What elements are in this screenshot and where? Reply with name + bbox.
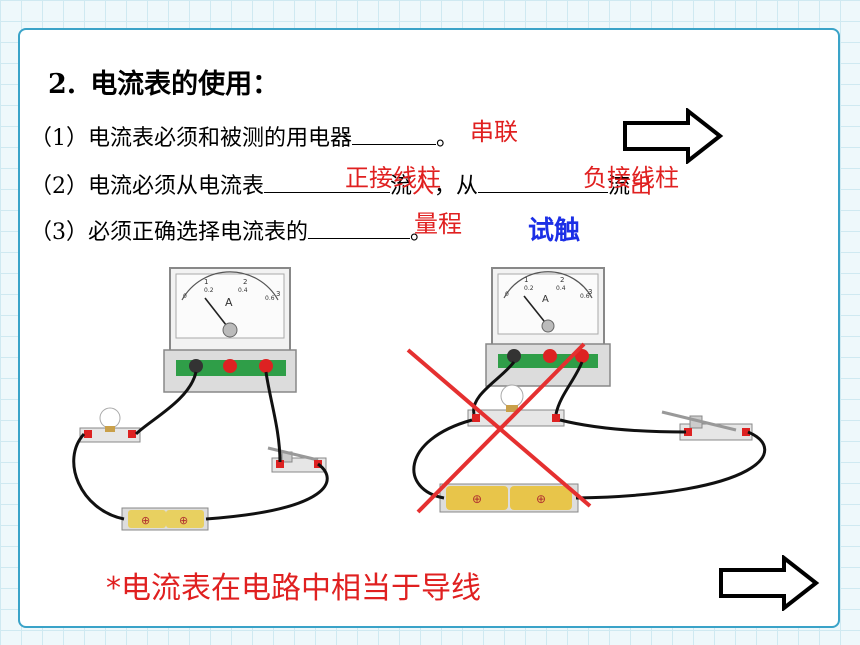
svg-text:⊕: ⊕: [179, 514, 188, 527]
wrong-cross-icon: [406, 342, 592, 514]
section-number: 2.: [48, 69, 77, 100]
right-arrow-icon[interactable]: [718, 555, 820, 611]
meter-tick-label: 2: [560, 276, 564, 284]
correct-circuit: A 1 2 3 0 0.2 0.4 0.6: [72, 267, 329, 531]
rule-2-flow: 流: [390, 174, 413, 199]
switch-icon: [661, 410, 753, 441]
svg-text:⊕: ⊕: [141, 514, 150, 527]
meter-tick-label: 0.4: [238, 287, 248, 294]
meter-unit: A: [225, 296, 233, 309]
rule-line-2: （2）电流必须从电流表流入，从流出: [30, 168, 652, 200]
ammeter-icon: A 1 2 3 0 0.2 0.4 0.6: [163, 267, 297, 393]
rule-3-suffix: 。: [410, 220, 433, 245]
rule-1-suffix: 。: [436, 126, 459, 151]
meter-tick-label: 1: [524, 276, 528, 284]
answer-range: 量程: [414, 210, 462, 238]
meter-tick-label: 1: [204, 278, 208, 286]
switch-icon: [267, 446, 327, 473]
rule-2-blank-2: [478, 170, 609, 193]
meter-tick-label: 2: [243, 278, 247, 286]
meter-tick-label: 0.6: [580, 293, 590, 300]
rule-2-from: ，从: [434, 174, 479, 199]
meter-unit: A: [542, 294, 549, 305]
meter-tick-label: 0: [183, 293, 187, 300]
rule-1-text: （1）电流表必须和被测的用电器: [30, 126, 352, 151]
meter-tick-label: 0.4: [556, 285, 566, 292]
right-arrow-icon[interactable]: [622, 108, 724, 164]
rule-2-out: 出: [630, 174, 653, 199]
meter-tick-label: 3: [588, 288, 592, 296]
trial-touch-note: 试触: [528, 216, 581, 246]
wrong-circuit: A 1 2 3 0 0.2 0.4 0.6: [406, 267, 767, 514]
section-heading: 2. 电流表的使用：: [48, 62, 279, 101]
rule-1-blank: [352, 122, 436, 145]
rule-2-flow-2: 流: [608, 174, 631, 199]
answer-series: 串联: [470, 118, 518, 146]
ammeter-icon: A 1 2 3 0 0.2 0.4 0.6: [485, 267, 611, 387]
rule-line-1: （1）电流表必须和被测的用电器 。: [30, 120, 458, 152]
ammeter-note: *电流表在电路中相当于导线: [106, 571, 481, 606]
meter-tick-label: 0: [505, 291, 509, 298]
battery-icon: ⊕ ⊕: [121, 507, 209, 531]
section-title: 电流表的使用：: [90, 69, 280, 100]
rule-2-blank-1: [264, 170, 390, 193]
rule-2-text: （2）电流必须从电流表: [30, 174, 264, 199]
meter-tick-label: 0.6: [265, 295, 275, 302]
answer-negative-terminal: 负接线柱: [583, 164, 679, 192]
rule-line-3: （3）必须正确选择电流表的 。: [30, 214, 432, 246]
battery-icon: ⊕ ⊕: [439, 483, 579, 513]
meter-tick-label: 0.2: [204, 287, 214, 294]
rule-3-blank: [308, 216, 410, 239]
answer-positive-terminal: 正接线柱: [345, 164, 441, 192]
meter-tick-label: 0.2: [524, 285, 534, 292]
svg-text:⊕: ⊕: [536, 492, 546, 506]
rule-3-text: （3）必须正确选择电流表的: [30, 220, 308, 245]
bulb-icon: [79, 407, 141, 443]
rule-2-in: 入: [412, 174, 435, 199]
svg-text:⊕: ⊕: [472, 492, 482, 506]
meter-tick-label: 3: [276, 290, 280, 298]
